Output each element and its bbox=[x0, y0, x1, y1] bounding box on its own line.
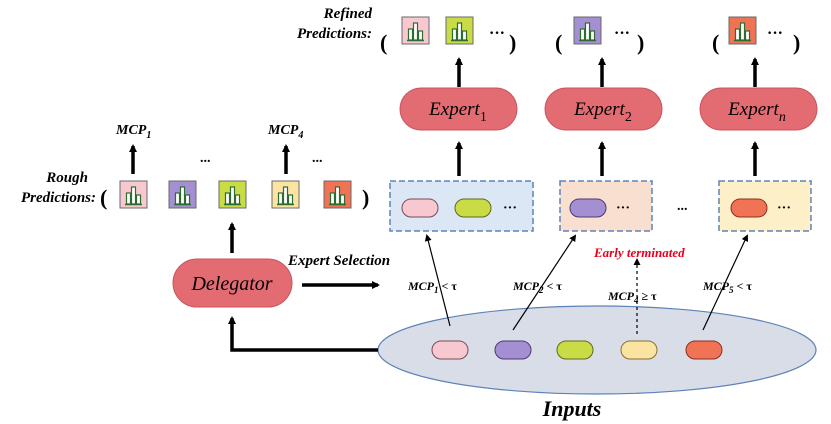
token-pill-icon bbox=[401, 198, 439, 218]
open-paren: ( bbox=[555, 30, 562, 55]
open-paren: ( bbox=[100, 185, 107, 210]
condition-mcp4: MCP4 ≥ τ bbox=[607, 289, 657, 305]
token-pill-icon bbox=[556, 340, 594, 360]
expert-n-token-group: ··· bbox=[718, 180, 812, 232]
mcp-1-label: MCP1 bbox=[115, 123, 151, 141]
ellipsis: ··· bbox=[767, 25, 783, 42]
ellipsis: ··· bbox=[489, 25, 505, 42]
token-pill-icon bbox=[730, 198, 768, 218]
ellipsis: ··· bbox=[503, 201, 517, 216]
arrow bbox=[424, 234, 451, 327]
token-pill-icon bbox=[494, 340, 532, 360]
ellipsis: ... bbox=[200, 151, 211, 166]
arrow bbox=[702, 234, 749, 331]
ellipsis: ··· bbox=[616, 201, 630, 216]
rough-predictions-label: Rough Predictions: bbox=[21, 170, 96, 206]
arrow bbox=[512, 234, 577, 331]
token-pill-icon bbox=[620, 340, 658, 360]
ellipsis: ... bbox=[312, 151, 323, 166]
close-paren: ) bbox=[509, 30, 516, 55]
expert-n-node: Expertn bbox=[699, 87, 818, 131]
expert-1-token-group: ··· bbox=[389, 180, 534, 232]
refined-label-line1: Refined bbox=[323, 6, 373, 22]
condition-mcp2: MCP2 < τ bbox=[512, 279, 562, 295]
condition-mcp1: MCP1 < τ bbox=[407, 279, 457, 295]
expert-2-label: Expert2 bbox=[573, 99, 632, 125]
rough-label-line2: Predictions: bbox=[21, 190, 96, 206]
expert-1-label: Expert1 bbox=[428, 99, 487, 125]
close-paren: ) bbox=[637, 30, 644, 55]
arrow bbox=[228, 316, 378, 352]
refined-prediction-group-1: ( ··· ) bbox=[380, 16, 516, 55]
expert-n-label: Expertn bbox=[727, 99, 786, 125]
refined-predictions-label: Refined Predictions: bbox=[297, 6, 372, 42]
token-pill-icon bbox=[569, 198, 607, 218]
token-pill-icon bbox=[454, 198, 492, 218]
mcp-4-label: MCP4 bbox=[267, 123, 303, 141]
refined-prediction-group-n: ( ··· ) bbox=[712, 16, 800, 55]
close-paren: ) bbox=[362, 185, 369, 210]
token-pill-icon bbox=[685, 340, 723, 360]
delegator-node: Delegator bbox=[172, 258, 293, 308]
ellipsis: ... bbox=[677, 199, 688, 214]
close-paren: ) bbox=[793, 30, 800, 55]
expert-selection-label: Expert Selection bbox=[287, 253, 390, 269]
ellipsis: ··· bbox=[777, 201, 791, 216]
ellipsis: ··· bbox=[614, 25, 630, 42]
expert-2-token-group: ··· bbox=[559, 180, 653, 232]
early-terminated-label: Early terminated bbox=[593, 245, 685, 260]
open-paren: ( bbox=[712, 30, 719, 55]
token-pill-icon bbox=[431, 340, 469, 360]
delegator-label: Delegator bbox=[190, 273, 272, 295]
inputs-label: Inputs bbox=[542, 396, 602, 421]
refined-label-line2: Predictions: bbox=[297, 26, 372, 42]
refined-prediction-group-2: ( ··· ) bbox=[555, 16, 644, 55]
rough-label-line1: Rough bbox=[45, 170, 88, 186]
condition-mcp5: MCP5 < τ bbox=[702, 279, 752, 295]
expert-2-node: Expert2 bbox=[544, 87, 663, 131]
open-paren: ( bbox=[380, 30, 387, 55]
expert-1-node: Expert1 bbox=[399, 87, 518, 131]
